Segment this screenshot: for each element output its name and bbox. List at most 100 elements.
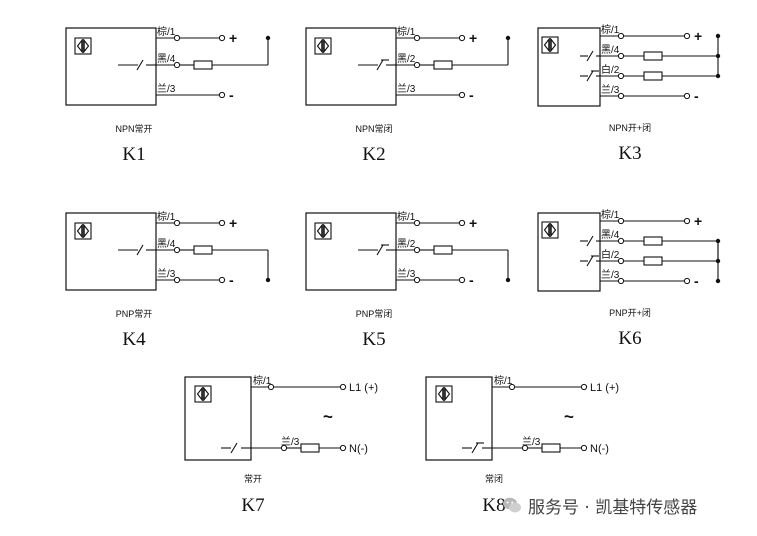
terminal-circle [413, 246, 421, 254]
diagram-id: K8 [482, 495, 505, 516]
wire-label-brown: 棕/1 [253, 374, 272, 387]
symbol-left-diamond-half [316, 223, 323, 239]
load-resistor [193, 60, 213, 70]
load-resistor [300, 443, 320, 453]
sign-plus: + [694, 28, 702, 44]
load-resistor [433, 245, 453, 255]
sign-plus: + [229, 215, 237, 231]
sensor-symbol-icon [435, 385, 453, 403]
junction-dot [715, 258, 721, 264]
terminal-circle [413, 34, 421, 42]
watermark-text: 服务号 · 凯基特传感器 [528, 497, 698, 518]
diagram-k6: 棕/1黑/4白/2兰/3+-PNP开+闭K6 [537, 208, 721, 349]
terminal-circle [173, 276, 181, 284]
load-resistor [643, 256, 663, 266]
terminal-circle [339, 383, 347, 391]
sign-plus: + [469, 30, 477, 46]
symbol-right-diamond-half [83, 223, 90, 239]
diagram-caption: NPN常开 [115, 123, 152, 134]
terminal-circle [458, 276, 466, 284]
symbol-square [435, 385, 453, 403]
terminal-circle [173, 34, 181, 42]
terminal-circle [339, 444, 347, 452]
diagram-id: K4 [122, 329, 146, 350]
symbol-square [541, 36, 559, 54]
load-resistor [643, 51, 663, 61]
terminal-circle [683, 277, 691, 285]
wire-label-brown: 棕/1 [157, 210, 176, 223]
junction-dot [715, 238, 721, 244]
sign-minus: - [469, 87, 474, 103]
terminal-circle [173, 246, 181, 254]
terminal-circle [617, 32, 625, 40]
diagram-id: K7 [241, 495, 264, 516]
terminal-circle [683, 92, 691, 100]
terminal-circle [218, 276, 226, 284]
wire-label-brown: 棕/1 [494, 374, 513, 387]
terminal-circle [413, 276, 421, 284]
diagram-caption: NPN开+闭 [609, 122, 651, 133]
supply-n: N(-) [349, 443, 368, 455]
load-resistor [433, 60, 453, 70]
ac-symbol: ~ [564, 407, 574, 426]
wire-label-black: 黑/2 [397, 238, 416, 250]
load-resistor [643, 236, 663, 246]
no-contact-blade [230, 442, 238, 454]
sensor-symbol-icon [541, 221, 559, 239]
sign-minus: - [229, 272, 234, 288]
wire-label-black: 黑/2 [397, 53, 416, 65]
sign-minus: - [469, 272, 474, 288]
terminal-circle [683, 32, 691, 40]
terminal-circle [458, 219, 466, 227]
wire-label-blue: 兰/3 [397, 82, 416, 95]
terminal-circle [280, 444, 288, 452]
ac-symbol: ~ [323, 407, 333, 426]
symbol-right-diamond-half [444, 386, 451, 402]
sensor-symbol-icon [314, 37, 332, 55]
sign-minus: - [694, 88, 699, 104]
terminal-circle [173, 61, 181, 69]
terminal-circle [580, 383, 588, 391]
symbol-left-diamond-half [76, 223, 83, 239]
wire-label-blue: 兰/3 [157, 267, 176, 280]
terminal-circle [521, 444, 529, 452]
wire-label-white: 白/2 [601, 248, 620, 261]
terminal-circle [218, 34, 226, 42]
terminal-circle [617, 237, 625, 245]
load-resistor [541, 443, 561, 453]
diagram-caption: 常闭 [485, 473, 503, 484]
nc-contact-blade [376, 59, 384, 71]
terminal-circle [617, 92, 625, 100]
symbol-right-diamond-half [323, 38, 330, 54]
terminal-circle [683, 217, 691, 225]
terminal-circle [267, 383, 275, 391]
symbol-left-diamond-half [543, 222, 550, 238]
symbol-right-diamond-half [323, 223, 330, 239]
load-resistor [643, 71, 663, 81]
no-contact-blade [136, 244, 144, 256]
symbol-left-diamond-half [316, 38, 323, 54]
junction-dot [265, 35, 271, 41]
wire-label-brown: 棕/1 [397, 25, 416, 38]
diagram-id: K6 [618, 328, 641, 349]
wechat-icon [503, 497, 521, 513]
terminal-circle [617, 52, 625, 60]
nc-contact-blade [586, 70, 594, 82]
sensor-housing [65, 212, 157, 291]
symbol-left-diamond-half [437, 386, 444, 402]
terminal-circle [580, 444, 588, 452]
terminal-circle [458, 91, 466, 99]
sign-plus: + [694, 213, 702, 229]
supply-n: N(-) [590, 443, 609, 455]
wire-label-brown: 棕/1 [157, 25, 176, 38]
diagram-k3: 棕/1黑/4白/2兰/3+-NPN开+闭K3 [537, 23, 721, 164]
symbol-right-diamond-half [83, 38, 90, 54]
wire-label-blue: 兰/3 [601, 268, 620, 281]
diagram-id: K2 [362, 144, 385, 165]
wire-label-brown: 棕/1 [601, 23, 620, 36]
